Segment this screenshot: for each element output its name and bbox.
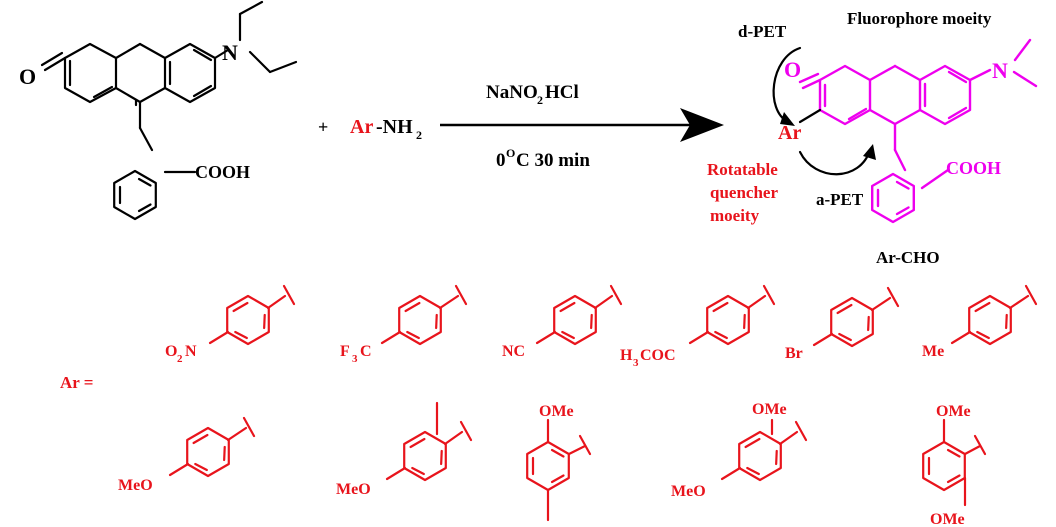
a-pet-arrowhead <box>863 144 876 160</box>
methoxy-methylphenyl-structure <box>385 401 473 488</box>
reaction-arrowhead <box>680 108 724 142</box>
acetylphenyl-structure <box>688 284 776 352</box>
acetyl-h: H <box>620 347 633 364</box>
quencher-line-2: quencher <box>710 183 778 202</box>
ome-label-1: OMe <box>539 403 574 420</box>
condition-temp: 0 <box>496 150 506 171</box>
ar-equals-label: Ar = <box>60 373 93 392</box>
cyanophenyl-structure <box>535 284 623 352</box>
product-aryl-label: Ar <box>778 122 801 144</box>
nitro-n: N <box>185 343 197 360</box>
dimethoxyphenyl-a-structure <box>526 418 592 522</box>
reagent-subscript: 2 <box>537 93 543 107</box>
d-pet-label: d-PET <box>738 22 787 41</box>
product-nitrogen-label: N <box>992 58 1008 83</box>
cf3-c: C <box>360 343 372 360</box>
nitrophenyl-structure <box>208 284 296 352</box>
a-pet-label: a-PET <box>816 190 864 209</box>
reagent-acid-label: HCl <box>545 82 579 103</box>
product-structure: Fluorophore moeity d-PET O N Ar a-PET CO… <box>707 9 1038 267</box>
reactant-structure: O N COOH <box>19 0 298 221</box>
condition-degree: O <box>506 146 515 160</box>
a-pet-arrow <box>798 148 872 176</box>
reaction-reagents: + Ar -NH 2 NaNO 2 HCl 0 O C 30 min <box>318 82 724 171</box>
dimethoxyphenyl-b-structure <box>720 418 808 488</box>
amine-label: -NH <box>376 116 413 138</box>
reactant-nitrogen-label: N <box>222 40 238 65</box>
acetyl-rest: COC <box>640 347 676 364</box>
amine-subscript: 2 <box>416 128 422 142</box>
ome-label-4: OMe <box>930 511 965 527</box>
dimethoxyphenyl-c-structure <box>922 418 987 507</box>
meo-label-2: MeO <box>336 481 371 498</box>
methyl-label: Me <box>922 343 944 360</box>
reactant-acid-label: COOH <box>195 162 250 182</box>
tolyl-structure <box>950 284 1038 352</box>
quencher-line-3: moeity <box>710 206 760 225</box>
quencher-line-1: Rotatable <box>707 160 778 179</box>
meo-label-1: MeO <box>118 477 153 494</box>
fluorophore-title: Fluorophore moeity <box>847 9 992 28</box>
meo-label-3: MeO <box>671 483 706 500</box>
acetyl-sub: 3 <box>633 357 639 369</box>
nitro-o: O <box>165 343 177 360</box>
cyano-label: NC <box>502 343 525 360</box>
aryl-substituent-list: Ar = O 2 N F 3 C NC <box>60 284 1038 527</box>
product-acid-label: COOH <box>946 158 1001 178</box>
product-oxo-label: O <box>784 57 801 82</box>
bromophenyl-structure <box>812 286 900 354</box>
product-name: Ar-CHO <box>876 248 940 267</box>
methoxyphenyl-structure <box>168 416 256 484</box>
condition-time: C 30 min <box>516 150 590 171</box>
trifluoromethylphenyl-structure <box>380 284 468 352</box>
nitro-sub: 2 <box>177 353 183 365</box>
bromo-label: Br <box>785 345 803 362</box>
cf3-f: F <box>340 343 350 360</box>
reactant-oxo-label: O <box>19 64 36 89</box>
reagent-label: NaNO <box>486 82 538 103</box>
plus-sign: + <box>318 117 328 137</box>
ome-label-3: OMe <box>936 403 971 420</box>
amine-aryl-label: Ar <box>350 116 373 138</box>
ome-label-2: OMe <box>752 401 787 418</box>
cf3-sub: 3 <box>352 353 358 365</box>
d-pet-arrow <box>772 46 802 124</box>
d-pet-arrowhead <box>780 112 795 126</box>
